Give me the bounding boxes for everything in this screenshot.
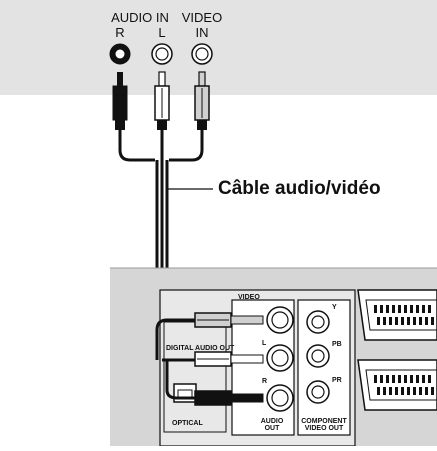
- scart-connector-bottom: [357, 359, 437, 411]
- player-video-label: VIDEO: [238, 294, 260, 301]
- player-r-label: R: [262, 378, 268, 385]
- plug-white-bottom: [194, 351, 264, 367]
- scart-connector-top: [357, 289, 437, 341]
- out-label: OUT: [264, 425, 280, 432]
- cable-label: Câble audio/vidéo: [218, 178, 381, 199]
- audio-l-label: L: [158, 25, 166, 40]
- plug-white-top: [154, 71, 170, 130]
- video-out-label: VIDEO OUT: [304, 425, 344, 432]
- component-video-out-label: COMPONENT VIDEO OUT: [298, 418, 350, 432]
- plug-yellow-top: [194, 71, 210, 130]
- optical-label: OPTICAL: [172, 420, 203, 427]
- component-y-label: Y: [332, 304, 337, 311]
- video-label: VIDEO: [181, 10, 223, 25]
- component-jack-pb: [306, 344, 330, 368]
- plug-red-top: [112, 72, 128, 130]
- component-pr-label: PR: [332, 377, 342, 384]
- component-jack-y: [306, 310, 330, 334]
- component-label: COMPONENT: [301, 418, 347, 425]
- component-jack-pr: [306, 380, 330, 404]
- tv-jack-audio-l: [151, 43, 173, 65]
- audio-label: AUDIO: [260, 418, 284, 425]
- player-l-label: L: [262, 340, 267, 347]
- tv-input-panel: [0, 0, 437, 95]
- cable-into-player: [155, 318, 195, 400]
- plug-yellow-bottom: [194, 312, 264, 328]
- player-jack-video: [266, 306, 294, 334]
- video-in-label: IN: [195, 25, 209, 40]
- tv-jack-video-in: [191, 43, 213, 65]
- audio-r-label: R: [115, 25, 125, 40]
- optical-recess: [163, 321, 227, 433]
- audio-out-label: AUDIO OUT: [256, 418, 288, 432]
- component-pb-label: PB: [332, 341, 342, 348]
- audio-in-label: AUDIO IN: [111, 10, 169, 25]
- tv-jack-audio-r: [109, 43, 131, 65]
- player-jack-audio-r: [266, 384, 294, 412]
- plug-red-bottom: [194, 390, 264, 406]
- player-jack-audio-l: [266, 344, 294, 372]
- digital-audio-out-label: DIGITAL AUDIO OUT: [166, 345, 235, 352]
